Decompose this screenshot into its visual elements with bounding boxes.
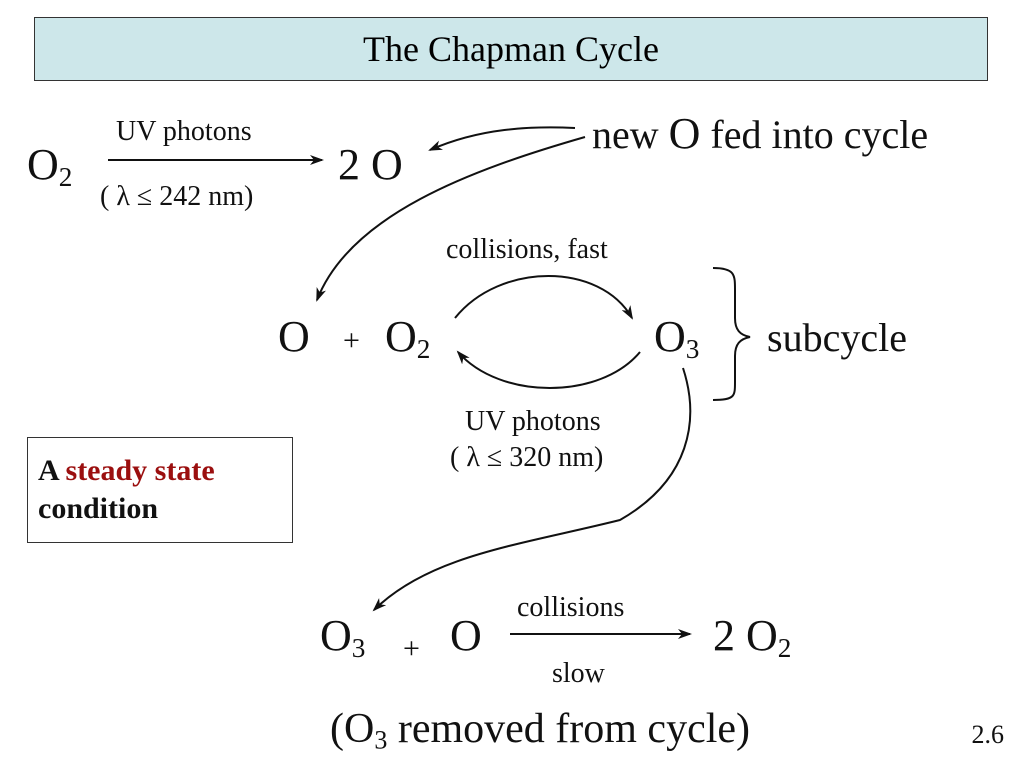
- r1-label-top: UV photons: [116, 116, 252, 147]
- r1-label-bottom: ( λ ≤ 242 nm): [100, 181, 254, 212]
- r1-reactant: O2: [27, 140, 73, 192]
- r3-product: 2 O2: [713, 611, 792, 663]
- slide-number: 2.6: [971, 720, 1005, 749]
- r1-product: 2 O: [338, 140, 403, 189]
- subcycle-brace-label: subcycle: [767, 315, 907, 360]
- subcycle-label-bottom-2: ( λ ≤ 320 nm): [450, 442, 604, 473]
- steady-suffix: condition: [38, 491, 159, 525]
- steady-highlight: steady state: [65, 454, 215, 487]
- feed-arrow: [428, 126, 576, 151]
- exit-arrow: [372, 367, 692, 612]
- slide-title: The Chapman Cycle: [363, 29, 659, 69]
- r3-plus: +: [403, 632, 420, 665]
- subcycle-o3: O3: [654, 312, 700, 364]
- entry-arrow: [316, 136, 586, 302]
- title-bar: The Chapman Cycle: [34, 17, 988, 81]
- steady-state-box: A steady state condition: [27, 437, 293, 543]
- subcycle-label-top: collisions, fast: [446, 234, 608, 265]
- steady-prefix: A: [38, 454, 66, 487]
- subcycle-o: O: [278, 312, 310, 361]
- subcycle-o2: O2: [385, 312, 431, 364]
- removed-note: (O3 removed from cycle): [330, 706, 751, 755]
- r3-label-top: collisions: [517, 592, 625, 623]
- r3-o: O: [450, 611, 482, 660]
- subcycle-plus: +: [343, 324, 360, 357]
- uv-return-arrow: [456, 350, 641, 389]
- r3-o3: O3: [320, 611, 366, 663]
- fast-collision-arrow: [454, 275, 633, 320]
- subcycle-brace: [712, 267, 751, 401]
- subcycle-label-bottom-1: UV photons: [465, 406, 601, 437]
- feed-label: new O fed into cycle: [592, 109, 929, 158]
- r3-label-bottom: slow: [552, 658, 605, 689]
